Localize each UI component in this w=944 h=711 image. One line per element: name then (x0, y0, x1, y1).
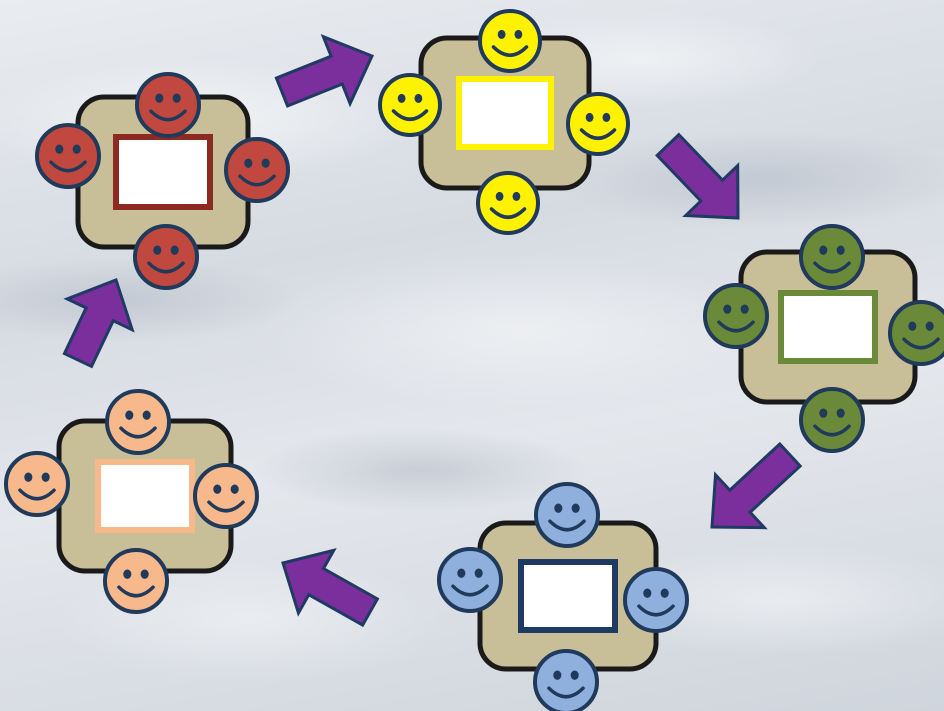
right-eye (231, 485, 239, 494)
smiley-face-icon-red-3 (226, 139, 288, 201)
screen-green (781, 293, 875, 361)
face-circle (380, 75, 440, 135)
face-circle (439, 549, 501, 611)
right-eye (572, 504, 580, 513)
right-eye (173, 94, 181, 103)
arrow-yellow-to-green (642, 120, 764, 243)
face-circle (801, 226, 863, 288)
left-eye (819, 409, 827, 418)
right-eye (513, 192, 521, 201)
right-eye (415, 94, 423, 103)
right-eye (603, 113, 611, 122)
screen-peach (98, 462, 192, 530)
face-circle (107, 391, 169, 453)
left-eye (24, 473, 32, 482)
smiley-face-icon-yellow-3 (568, 94, 628, 154)
smiley-face-icon-yellow-2 (380, 75, 440, 135)
right-eye (741, 305, 749, 314)
face-circle (890, 302, 944, 364)
screen-red (116, 137, 210, 207)
right-eye (141, 570, 149, 579)
left-eye (643, 589, 651, 598)
smiley-face-icon-green-1 (801, 226, 863, 288)
right-eye (571, 671, 579, 680)
smiley-face-icon-red-4 (135, 226, 197, 288)
left-eye (496, 192, 504, 201)
left-eye (155, 94, 163, 103)
face-circle (137, 74, 199, 136)
face-circle (37, 125, 99, 187)
face-circle (568, 94, 628, 154)
right-eye (515, 30, 523, 39)
arrow-peach-to-red (45, 265, 148, 376)
smiley-face-icon-peach-1 (107, 391, 169, 453)
left-eye (498, 30, 506, 39)
face-circle (625, 569, 687, 631)
smiley-face-icon-green-2 (705, 285, 767, 347)
left-eye (125, 411, 133, 420)
table-group-yellow (380, 11, 628, 233)
face-circle (705, 285, 767, 347)
smiley-face-icon-blue-3 (625, 569, 687, 631)
smiley-face-icon-red-1 (137, 74, 199, 136)
smiley-face-icon-green-4 (801, 389, 863, 451)
left-eye (55, 145, 63, 154)
smiley-face-icon-peach-3 (195, 465, 257, 527)
face-circle (478, 173, 538, 233)
right-eye (262, 159, 270, 168)
face-circle (801, 389, 863, 451)
right-eye (475, 569, 483, 578)
left-eye (554, 504, 562, 513)
arrow-green-to-blue (688, 429, 815, 554)
right-eye (171, 246, 179, 255)
right-eye (42, 473, 50, 482)
face-circle (105, 550, 167, 612)
face-circle (6, 453, 68, 515)
left-eye (908, 322, 916, 331)
right-eye (143, 411, 151, 420)
smiley-face-icon-yellow-1 (480, 11, 540, 71)
face-circle (226, 139, 288, 201)
smiley-face-icon-yellow-4 (478, 173, 538, 233)
right-eye (73, 145, 81, 154)
smiley-face-icon-red-2 (37, 125, 99, 187)
left-eye (213, 485, 221, 494)
smiley-face-icon-blue-4 (535, 651, 597, 711)
smiley-face-icon-peach-4 (105, 550, 167, 612)
table-group-green (705, 226, 944, 451)
left-eye (123, 570, 131, 579)
smiley-face-icon-blue-2 (439, 549, 501, 611)
right-eye (926, 322, 934, 331)
face-circle (536, 484, 598, 546)
right-eye (837, 246, 845, 255)
arrow-red-to-yellow (269, 23, 386, 126)
left-eye (153, 246, 161, 255)
left-eye (819, 246, 827, 255)
smiley-face-icon-blue-1 (536, 484, 598, 546)
screen-blue (521, 562, 615, 630)
face-circle (195, 465, 257, 527)
arrow-blue-to-peach (265, 532, 387, 644)
face-circle (135, 226, 197, 288)
left-eye (586, 113, 594, 122)
left-eye (553, 671, 561, 680)
left-eye (244, 159, 252, 168)
left-eye (398, 94, 406, 103)
left-eye (723, 305, 731, 314)
smiley-face-icon-green-3 (890, 302, 944, 364)
right-eye (661, 589, 669, 598)
table-group-peach (6, 391, 257, 612)
screen-yellow (459, 79, 551, 147)
right-eye (837, 409, 845, 418)
left-eye (457, 569, 465, 578)
face-circle (480, 11, 540, 71)
table-group-red (37, 74, 288, 288)
smiley-face-icon-peach-2 (6, 453, 68, 515)
table-group-blue (439, 484, 687, 711)
face-circle (535, 651, 597, 711)
